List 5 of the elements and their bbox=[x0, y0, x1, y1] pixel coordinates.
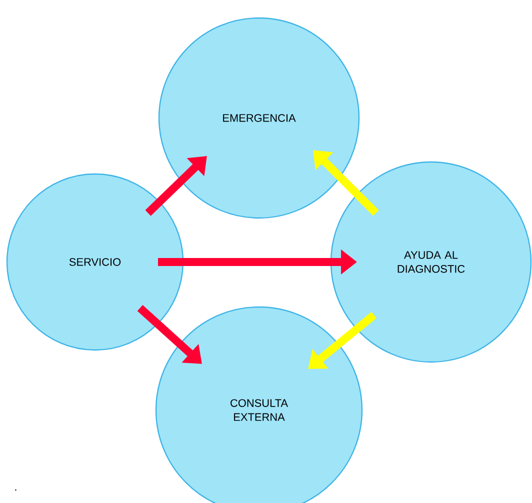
circle-node: SERVICIO bbox=[6, 173, 184, 351]
circle-node: EMERGENCIA bbox=[158, 17, 360, 219]
circle-node: CONSULTA EXTERNA bbox=[155, 306, 363, 503]
circle-node: AYUDA AL DIAGNOSTIC bbox=[330, 161, 532, 363]
note-text: . bbox=[15, 489, 16, 491]
